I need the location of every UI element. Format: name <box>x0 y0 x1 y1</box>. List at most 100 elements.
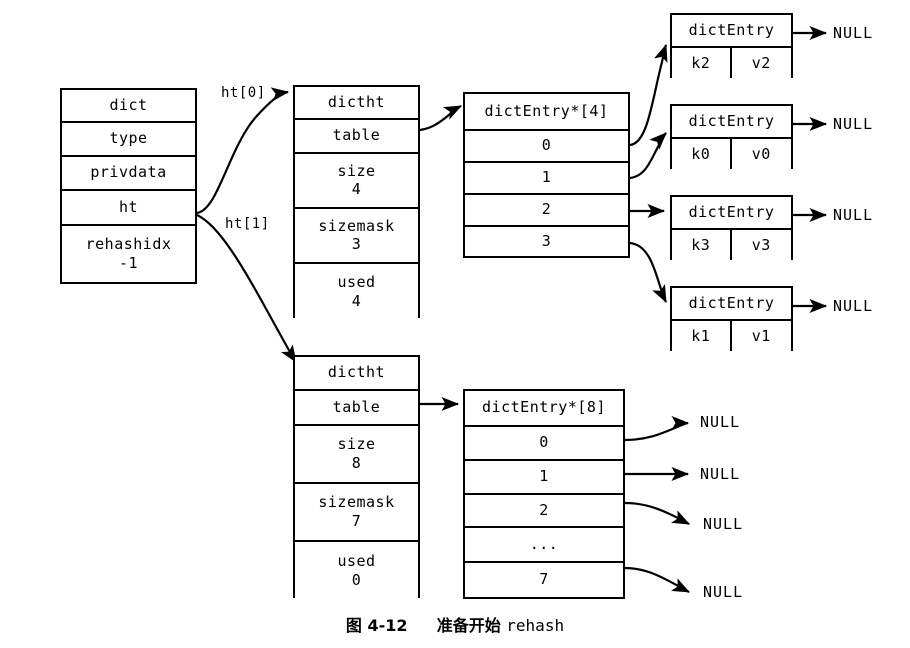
bucket-table-8-slot-7: 7 <box>465 563 623 597</box>
dictentry-node-k0-key: k0 <box>672 139 732 169</box>
dictentry-node-k3-title: dictEntry <box>672 197 791 230</box>
dict-struct-box: dict type privdata ht rehashidx -1 <box>60 88 197 284</box>
bucket-table-4-header: dictEntry*[4] <box>465 94 628 131</box>
ht1-field-used-value: 0 <box>351 570 362 589</box>
dict-field-privdata: privdata <box>62 157 195 191</box>
arrow-slot0-entry <box>629 43 668 147</box>
ht1-field-used-label: used <box>337 552 376 571</box>
ht1-field-size-value: 8 <box>351 453 362 472</box>
ht1-field-size: size 8 <box>295 426 418 484</box>
bucket-table-4-slot-2: 2 <box>465 195 628 227</box>
arrow-t1-slot7-null <box>624 566 690 593</box>
dictentry-node-k3: dictEntry k3 v3 <box>670 195 793 260</box>
dictentry-node-k0-kv: k0 v0 <box>672 139 791 169</box>
bucket-table-4-slot-0: 0 <box>465 131 628 163</box>
ht1-field-sizemask: sizemask 7 <box>295 484 418 542</box>
bucket-table-8-header-label: dictEntry*[8] <box>482 398 606 417</box>
bucket-table-4-slot-0-label: 0 <box>541 136 552 155</box>
dictentry-node-k3-title-label: dictEntry <box>688 202 775 221</box>
ht0-field-table-label: table <box>332 126 381 145</box>
dictentry-node-k0-next-null: NULL <box>833 115 874 133</box>
arrow-slot1-entry <box>629 132 667 180</box>
dict-field-dict: dict <box>62 90 195 123</box>
dict-field-rehashidx: rehashidx -1 <box>62 226 195 282</box>
ht1-field-dictht-label: dictht <box>327 363 386 382</box>
bucket-table-8-slot-0: 0 <box>465 427 623 461</box>
dict-field-dict-label: dict <box>109 95 148 114</box>
bucket-table-8-slot-7-label: 7 <box>539 570 549 589</box>
ht0-field-size: size 4 <box>295 154 418 209</box>
dictentry-node-k2-title: dictEntry <box>672 15 791 48</box>
ht0-field-sizemask-label: sizemask <box>318 216 395 235</box>
arrow-t1-slot0-null <box>624 415 690 442</box>
figure-caption-mono: rehash <box>506 616 565 635</box>
dictentry-node-k1-next-null: NULL <box>833 297 874 315</box>
figure-caption: 图 4-12 准备开始 rehash <box>0 612 910 636</box>
dictentry-node-k3-next-null: NULL <box>833 206 874 224</box>
dict-field-ht-label: ht <box>118 197 139 216</box>
bucket-table-4-slot-1: 1 <box>465 163 628 195</box>
dictentry-node-k3-value: v3 <box>751 236 771 254</box>
bucket-table-4-box: dictEntry*[4] 0 1 2 3 <box>463 92 630 258</box>
dictentry-node-k1-key: k1 <box>672 321 732 351</box>
dictentry-node-k2-key: k2 <box>672 48 732 78</box>
dictentry-node-k1: dictEntry k1 v1 <box>670 286 793 351</box>
dictentry-node-k1-value: v1 <box>751 327 771 345</box>
dict-field-ht: ht <box>62 191 195 226</box>
dictentry-node-k3-kv: k3 v3 <box>672 230 791 260</box>
dictentry-node-k0-value: v0 <box>751 145 771 163</box>
dictht-ht1-box: dictht table size 8 sizemask 7 used 0 <box>293 355 420 600</box>
bucket-table-8-slot-2-label: 2 <box>539 500 549 519</box>
ht0-field-sizemask-value: 3 <box>351 235 362 253</box>
dictentry-node-k1-title-label: dictEntry <box>688 293 775 312</box>
bucket-table-8-slot-ellipsis-label: ... <box>529 534 559 553</box>
ht0-field-used: used 4 <box>295 264 418 320</box>
arrow-ht1 <box>196 214 297 363</box>
bucket-table-8-slot-1: 1 <box>465 461 623 495</box>
ht0-field-dictht: dictht <box>295 87 418 120</box>
bucket-table-4-slot-2-label: 2 <box>541 200 552 219</box>
ht1-field-table: table <box>295 391 418 426</box>
dict-field-rehashidx-label: rehashidx <box>85 235 172 254</box>
figure-caption-text: 准备开始 <box>436 616 501 635</box>
dictentry-node-k1-title: dictEntry <box>672 288 791 321</box>
ht1-field-size-label: size <box>337 435 376 454</box>
bucket-table-8-null-1: NULL <box>700 465 741 483</box>
bucket-table-8-slot-1-label: 1 <box>539 467 549 486</box>
dict-field-rehashidx-value: -1 <box>118 253 139 272</box>
figure-caption-prefix: 图 4-12 <box>345 616 408 635</box>
bucket-table-4-header-label: dictEntry*[4] <box>484 101 609 120</box>
ht1-field-sizemask-value: 7 <box>351 511 362 530</box>
ht1-field-dictht: dictht <box>295 357 418 391</box>
dict-field-type: type <box>62 123 195 157</box>
arrow-table0 <box>419 105 462 132</box>
ht0-field-used-label: used <box>337 273 376 292</box>
dictentry-node-k2-kv: k2 v2 <box>672 48 791 78</box>
ht0-field-dictht-label: dictht <box>327 92 386 111</box>
arrow-slot3-entry <box>629 241 667 303</box>
bucket-table-8-null-2: NULL <box>703 515 744 533</box>
dictentry-node-k0-title-label: dictEntry <box>688 111 775 130</box>
bucket-table-8-null-7: NULL <box>703 583 744 601</box>
ht0-pointer-label: ht[0] <box>221 85 266 101</box>
dict-field-type-label: type <box>109 129 148 148</box>
bucket-table-8-slot-2: 2 <box>465 495 623 528</box>
bucket-table-4-slot-3-label: 3 <box>541 231 552 250</box>
bucket-table-8-slot-ellipsis: ... <box>465 528 623 563</box>
dictht-ht0-box: dictht table size 4 sizemask 3 used 4 <box>293 85 420 320</box>
ht0-field-sizemask: sizemask 3 <box>295 209 418 264</box>
dictentry-node-k3-key: k3 <box>672 230 732 260</box>
ht0-field-size-label: size <box>337 161 376 180</box>
bucket-table-8-header: dictEntry*[8] <box>465 391 623 427</box>
bucket-table-4-slot-1-label: 1 <box>541 168 552 187</box>
arrow-ht0 <box>196 87 290 215</box>
bucket-table-8-null-0: NULL <box>700 413 741 431</box>
arrow-t1-slot2-null <box>624 501 690 525</box>
ht0-field-table: table <box>295 120 418 154</box>
dictentry-node-k2-next-null: NULL <box>833 24 874 42</box>
ht1-field-used: used 0 <box>295 542 418 600</box>
bucket-table-8-slot-0-label: 0 <box>539 433 549 452</box>
dictentry-node-k2-value: v2 <box>751 54 771 72</box>
ht1-field-table-label: table <box>332 397 381 416</box>
